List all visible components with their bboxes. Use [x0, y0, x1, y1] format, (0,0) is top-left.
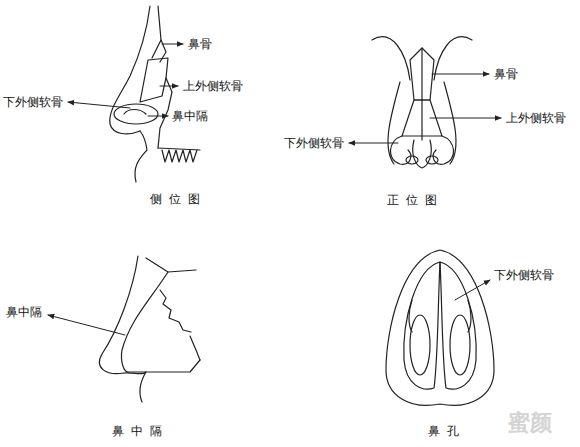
front-view-drawing [372, 37, 472, 168]
septum-drawing [99, 256, 200, 402]
view-caption: 正位图 [387, 193, 444, 207]
nostril-drawing [386, 250, 494, 405]
view-caption: 侧位图 [150, 192, 207, 206]
view-caption: 鼻孔 [428, 424, 466, 438]
leader-arrows [48, 44, 501, 335]
part-label: 上外侧软骨 [183, 79, 243, 93]
part-label: 下外侧软骨 [284, 136, 344, 150]
part-label: 下外侧软骨 [494, 268, 554, 282]
part-label: 下外侧软骨 [3, 95, 63, 109]
part-label: 鼻中隔 [172, 109, 208, 123]
part-label: 鼻中隔 [6, 305, 42, 319]
part-label: 鼻骨 [188, 37, 212, 51]
watermark: 蜜颜 [508, 410, 552, 436]
part-label: 鼻骨 [494, 67, 518, 81]
part-label: 上外侧软骨 [506, 111, 566, 125]
side-view-drawing [110, 6, 200, 182]
view-caption: 鼻中隔 [112, 424, 169, 438]
